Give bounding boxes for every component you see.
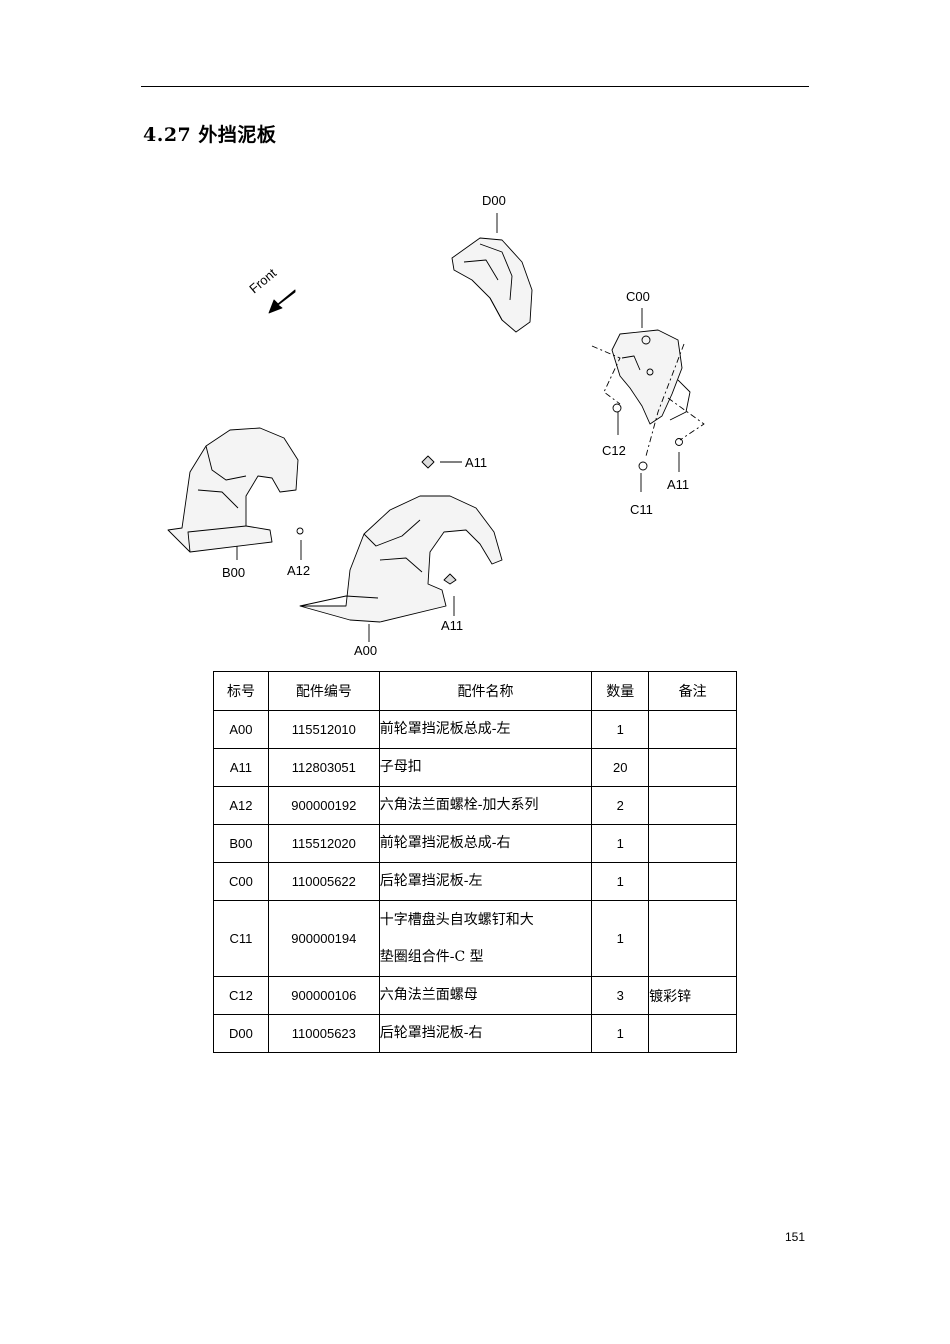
callout-c00: C00 [626, 289, 650, 304]
page-number: 151 [785, 1230, 806, 1244]
cell-mark: B00 [213, 824, 269, 863]
cell-name: 前轮罩挡泥板总成-右 [378, 824, 593, 863]
front-arrow-drawing [268, 289, 296, 314]
cell-mark: A12 [213, 786, 269, 825]
callout-a12: A12 [287, 563, 310, 578]
cell-note: 镀彩锌 [648, 976, 737, 1015]
cell-qty: 20 [591, 748, 650, 787]
cell-qty: 2 [591, 786, 650, 825]
cell-note [648, 1014, 737, 1053]
section-title: 4.27 外挡泥板 [143, 124, 277, 146]
table-header-row: 标号 配件编号 配件名称 数量 备注 [213, 671, 737, 711]
cell-code: 900000106 [267, 976, 380, 1015]
header-rule [141, 86, 809, 87]
callout-a00: A00 [354, 643, 377, 658]
cell-qty: 1 [591, 710, 650, 749]
cell-mark: C12 [213, 976, 269, 1015]
part-a00-drawing [299, 455, 503, 642]
cell-name: 后轮罩挡泥板-右 [378, 1014, 593, 1053]
callout-b00: B00 [222, 565, 245, 580]
column-header-code: 配件编号 [267, 671, 380, 711]
table-row: C11 900000194 十字槽盘头自攻螺钉和大 垫圈组合件-C 型 1 [213, 900, 737, 977]
cell-mark: D00 [213, 1014, 269, 1053]
cell-note [648, 900, 737, 977]
cell-code: 110005623 [267, 1014, 380, 1053]
cell-code: 900000192 [267, 786, 380, 825]
cell-qty: 3 [591, 976, 650, 1015]
cell-name: 子母扣 [378, 748, 593, 787]
callout-a11-bottom: A11 [441, 618, 463, 633]
cell-name: 前轮罩挡泥板总成-左 [378, 710, 593, 749]
cell-mark: C11 [213, 900, 269, 977]
cell-code: 115512010 [267, 710, 380, 749]
cell-code: 115512020 [267, 824, 380, 863]
column-header-note: 备注 [648, 671, 737, 711]
cell-qty: 1 [591, 862, 650, 901]
cell-code: 110005622 [267, 862, 380, 901]
exploded-parts-diagram: D00 Front C00 C12 A11 C11 A11 B00 A12 A0… [167, 193, 705, 658]
cell-mark: A00 [213, 710, 269, 749]
cell-code: 900000194 [267, 900, 380, 977]
cell-qty: 1 [591, 900, 650, 977]
front-label: Front [246, 265, 279, 296]
part-d00-drawing [451, 213, 533, 333]
table-row: C12 900000106 六角法兰面螺母 3 镀彩锌 [213, 976, 737, 1015]
callout-c11: C11 [630, 502, 653, 517]
parts-table: 标号 配件编号 配件名称 数量 备注 A00 115512010 前轮罩挡泥板总… [213, 671, 737, 1053]
cell-name-line1: 十字槽盘头自攻螺钉和大 [379, 911, 534, 928]
cell-name-line2: 垫圈组合件-C 型 [379, 948, 484, 965]
part-b00-drawing [167, 427, 304, 560]
table-row: A00 115512010 前轮罩挡泥板总成-左 1 [213, 710, 737, 749]
cell-name: 后轮罩挡泥板-左 [378, 862, 593, 901]
table-row: B00 115512020 前轮罩挡泥板总成-右 1 [213, 824, 737, 863]
cell-name: 十字槽盘头自攻螺钉和大 垫圈组合件-C 型 [378, 900, 593, 977]
callout-c12: C12 [602, 443, 626, 458]
cell-note [648, 710, 737, 749]
cell-note [648, 824, 737, 863]
table-row: A11 112803051 子母扣 20 [213, 748, 737, 787]
cell-note [648, 748, 737, 787]
column-header-name: 配件名称 [378, 671, 593, 711]
cell-code: 112803051 [267, 748, 380, 787]
table-row: A12 900000192 六角法兰面螺栓-加大系列 2 [213, 786, 737, 825]
callout-a11-right: A11 [667, 477, 689, 492]
part-c00-drawing [591, 308, 705, 492]
callout-a11-top: A11 [465, 455, 487, 470]
table-row: C00 110005622 后轮罩挡泥板-左 1 [213, 862, 737, 901]
column-header-qty: 数量 [591, 671, 650, 711]
cell-note [648, 786, 737, 825]
cell-note [648, 862, 737, 901]
cell-mark: A11 [213, 748, 269, 787]
cell-name: 六角法兰面螺栓-加大系列 [378, 786, 593, 825]
callout-d00: D00 [482, 193, 506, 208]
cell-qty: 1 [591, 824, 650, 863]
cell-mark: C00 [213, 862, 269, 901]
cell-qty: 1 [591, 1014, 650, 1053]
cell-name: 六角法兰面螺母 [378, 976, 593, 1015]
table-row: D00 110005623 后轮罩挡泥板-右 1 [213, 1014, 737, 1053]
column-header-mark: 标号 [213, 671, 269, 711]
